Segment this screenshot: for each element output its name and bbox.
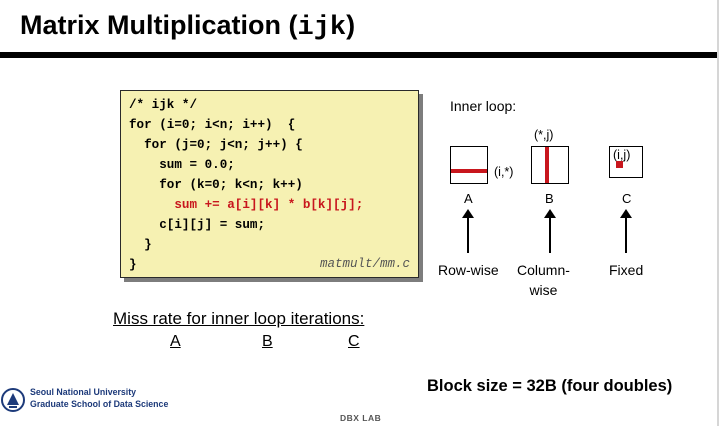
- code-listing: /* ijk */ for (i=0; i<n; i++) { for (j=0…: [129, 95, 363, 275]
- up-arrow-icon: [620, 209, 632, 253]
- code-line-6-highlight: sum += a[i][k] * b[k][j];: [129, 198, 364, 212]
- window-edge: [717, 0, 719, 426]
- code-line-2: for (i=0; i<n; i++) {: [129, 118, 296, 132]
- matrix-b: [531, 146, 569, 184]
- code-line-9: }: [129, 258, 137, 272]
- matrix-c-cell-highlight: [616, 161, 623, 168]
- code-box: /* ijk */ for (i=0; i<n; i++) { for (j=0…: [120, 90, 419, 278]
- title-rule: [0, 52, 719, 58]
- code-line-5: for (k=0; k<n; k++): [129, 178, 303, 192]
- matrix-b-index: (*,j): [534, 128, 554, 142]
- university-name-line2: Graduate School of Data Science: [30, 399, 169, 409]
- miss-rate-column-b: B: [262, 333, 273, 350]
- code-line-3: for (j=0; j<n; j++) {: [129, 138, 303, 152]
- access-pattern-b-line1: Column-: [517, 262, 570, 278]
- matrix-c: (i,j): [609, 146, 643, 178]
- miss-rate-heading: Miss rate for inner loop iterations:: [113, 309, 365, 328]
- code-line-7: c[i][j] = sum;: [129, 218, 266, 232]
- matrix-c-index: (i,j): [613, 148, 631, 162]
- matrix-b-name: B: [545, 191, 554, 206]
- block-size-note: Block size = 32B (four doubles): [427, 377, 673, 395]
- matrix-b-column-highlight: [545, 147, 549, 183]
- matrix-a-name: A: [464, 191, 473, 206]
- inner-loop-heading: Inner loop:: [450, 98, 517, 114]
- title-code: ijk: [297, 13, 347, 43]
- matrix-a-index: (i,*): [494, 165, 514, 179]
- miss-rate-column-a: A: [170, 333, 181, 350]
- access-pattern-b: Column-wise: [517, 260, 570, 300]
- university-logo-icon: [1, 388, 25, 412]
- title-close: ): [346, 10, 356, 40]
- code-filename: matmult/mm.c: [319, 257, 410, 271]
- matrix-a-row-highlight: [451, 169, 487, 173]
- code-line-1: /* ijk */: [129, 98, 198, 112]
- access-pattern-a: Row-wise: [438, 262, 499, 278]
- title-text: Matrix Multiplication (: [20, 10, 298, 40]
- code-line-8: }: [129, 238, 152, 252]
- matrix-a: [450, 146, 488, 184]
- slide-title: Matrix Multiplication (ijk): [20, 10, 355, 43]
- lab-name: DBX LAB: [340, 413, 382, 423]
- access-pattern-b-line2: wise: [529, 282, 558, 298]
- up-arrow-icon: [462, 209, 474, 253]
- university-name-line1: Seoul National University: [30, 387, 137, 397]
- miss-rate-column-c: C: [348, 333, 360, 350]
- matrix-c-name: C: [622, 191, 632, 206]
- access-pattern-c: Fixed: [609, 262, 644, 278]
- up-arrow-icon: [544, 209, 556, 253]
- code-line-4: sum = 0.0;: [129, 158, 235, 172]
